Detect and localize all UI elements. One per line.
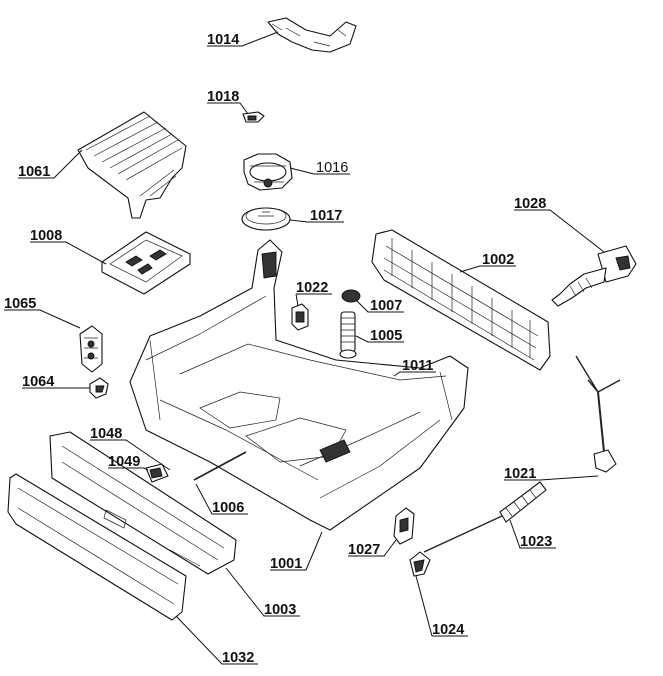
part-1032-front-cover-drawing (7, 473, 187, 621)
part-label-1064: 1064 (22, 374, 54, 390)
part-label-1021: 1021 (504, 466, 536, 482)
part-1024-clamp-drawing (409, 551, 431, 577)
part-label-1049: 1049 (108, 454, 140, 470)
part-1027-bracket-drawing (393, 507, 415, 545)
part-1064-knob-drawing (89, 377, 109, 399)
part-label-1007: 1007 (370, 298, 402, 314)
leader-1007 (355, 299, 404, 313)
part-label-1005: 1005 (370, 328, 402, 344)
leader-1003 (225, 567, 300, 617)
part-1018-clip-drawing (242, 111, 265, 123)
part-label-1027: 1027 (348, 542, 380, 558)
part-labels: 1014 1018 1061 1016 1017 1028 1008 1002 … (4, 32, 552, 666)
part-1061-cover-drawing (77, 111, 187, 219)
part-1017-disc-drawing (241, 207, 291, 231)
leader-1024 (415, 575, 468, 637)
leader-1011 (393, 371, 436, 377)
part-1007-cap-drawing (341, 289, 361, 303)
part-1001-base-drawing (129, 239, 469, 531)
part-label-1061: 1061 (18, 164, 50, 180)
part-1003-door-panel-drawing (49, 431, 237, 575)
part-label-1001: 1001 (270, 556, 302, 572)
part-label-1011: 1011 (402, 358, 433, 374)
part-1028-valve-drawing (551, 245, 637, 307)
part-label-1003: 1003 (264, 602, 296, 618)
leader-1001 (270, 531, 323, 571)
part-1016-cap-drawing (243, 153, 293, 191)
part-1022-clip-drawing (291, 303, 309, 331)
part-label-1014: 1014 (207, 32, 239, 48)
part-1014-bracket-drawing (267, 17, 357, 53)
part-label-1024: 1024 (432, 622, 464, 638)
leader-1049 (108, 467, 149, 471)
part-label-1018: 1018 (207, 89, 239, 105)
part-label-1017: 1017 (310, 208, 342, 224)
leader-1028 (514, 209, 605, 253)
leader-1005 (355, 335, 404, 343)
leader-1017 (289, 219, 344, 223)
leader-1006 (195, 483, 248, 515)
leader-1016 (289, 167, 350, 175)
part-1002-panel-drawing (371, 229, 551, 371)
part-label-1048: 1048 (90, 426, 122, 442)
leader-1027 (348, 539, 397, 557)
part-label-1002: 1002 (482, 252, 514, 268)
part-label-1032: 1032 (222, 650, 254, 666)
part-1065-hinge-drawing (79, 325, 103, 373)
part-1006-rod-drawing (193, 451, 247, 481)
leader-1002 (459, 265, 516, 273)
part-1005-spring-drawing (339, 311, 357, 359)
part-label-1022: 1022 (296, 280, 328, 296)
leader-1018 (207, 102, 249, 115)
part-label-1006: 1006 (212, 500, 244, 516)
leader-1032 (175, 615, 258, 665)
leader-1048 (90, 439, 171, 471)
leader-1021 (504, 475, 599, 481)
leader-1014 (207, 31, 279, 47)
part-1008-board-drawing (101, 231, 191, 295)
part-1023-hose-drawing (423, 481, 547, 553)
leader-1061 (18, 149, 83, 179)
part-label-1008: 1008 (30, 228, 62, 244)
leader-1065 (4, 309, 81, 329)
leader-1023 (509, 519, 556, 549)
part-label-1065: 1065 (4, 296, 36, 312)
leader-1008 (30, 241, 107, 265)
part-label-1028: 1028 (514, 196, 546, 212)
part-1049-button-drawing (145, 463, 169, 483)
leader-1022 (295, 293, 332, 307)
leader-lines (4, 31, 605, 665)
part-label-1016: 1016 (316, 160, 348, 176)
part-1021-cord-drawing (575, 355, 621, 473)
part-label-1023: 1023 (520, 534, 552, 550)
